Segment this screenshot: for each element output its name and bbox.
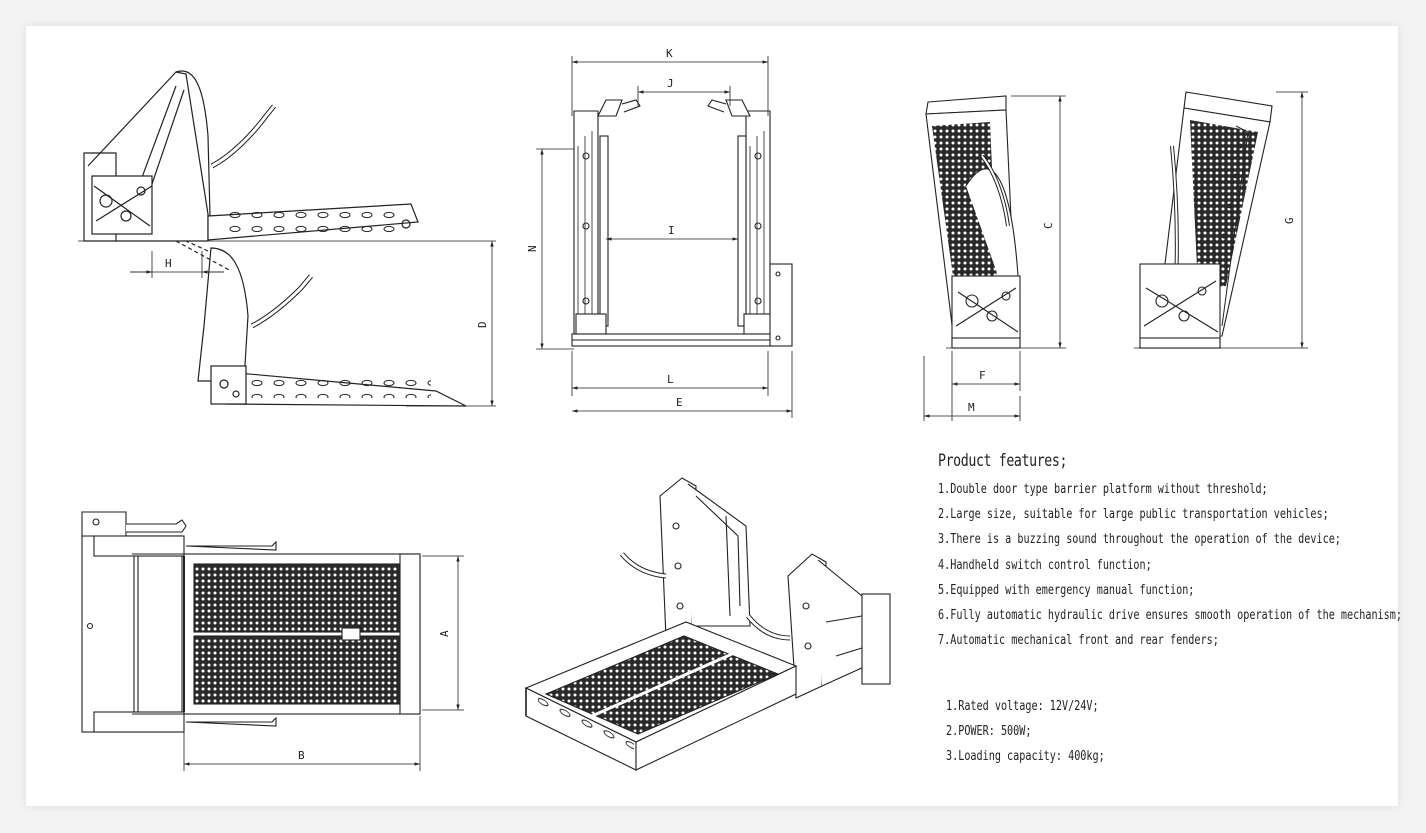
dimensions-top — [183, 555, 464, 771]
side-view-deployed — [78, 70, 496, 407]
feature-item: 5.Equipped with emergency manual functio… — [938, 582, 1195, 598]
specifications: 1.Rated voltage: 12V/24V; 2.POWER: 500W;… — [946, 694, 1150, 769]
product-features: Product features; 1.Double door type bar… — [938, 451, 1402, 653]
drawing-sheet: H D — [26, 26, 1402, 806]
technical-drawing: H D — [78, 47, 1308, 771]
dimensions-folded-c — [923, 95, 1066, 421]
feature-item: 7.Automatic mechanical front and rear fe… — [938, 633, 1219, 649]
label-i: I — [668, 224, 675, 237]
label-h: H — [165, 257, 172, 270]
label-m: M — [968, 401, 975, 414]
label-d: D — [476, 321, 489, 328]
front-view — [571, 99, 793, 347]
isometric-view — [524, 477, 891, 771]
feature-item: 1.Double door type barrier platform with… — [938, 482, 1268, 497]
label-n: N — [526, 245, 539, 252]
side-view-folded-c — [925, 95, 1066, 349]
spec-item: 2.POWER: 500W; — [946, 724, 1032, 739]
feature-item: 3.There is a buzzing sound throughout th… — [938, 532, 1341, 548]
label-l: L — [667, 373, 674, 386]
label-b: B — [298, 749, 305, 762]
label-f: F — [979, 369, 986, 382]
spec-item: 3.Loading capacity: 400kg; — [946, 749, 1105, 764]
feature-item: 2.Large size, suitable for large public … — [938, 507, 1329, 523]
feature-item: 6.Fully automatic hydraulic drive ensure… — [938, 607, 1402, 623]
features-title: Product features; — [938, 451, 1068, 471]
label-c: C — [1042, 222, 1055, 229]
dimension-g — [1276, 91, 1308, 348]
dimension-h — [130, 251, 224, 278]
side-view-folded-g — [1134, 91, 1308, 349]
spec-item: 1.Rated voltage: 12V/24V; — [946, 699, 1099, 714]
top-view — [81, 511, 421, 733]
dimensions-front — [536, 56, 793, 418]
label-a: A — [438, 630, 451, 637]
label-j: J — [667, 77, 674, 90]
label-k: K — [666, 47, 673, 60]
label-e: E — [676, 396, 683, 409]
feature-item: 4.Handheld switch control function; — [938, 557, 1152, 573]
label-g: G — [1283, 217, 1296, 224]
